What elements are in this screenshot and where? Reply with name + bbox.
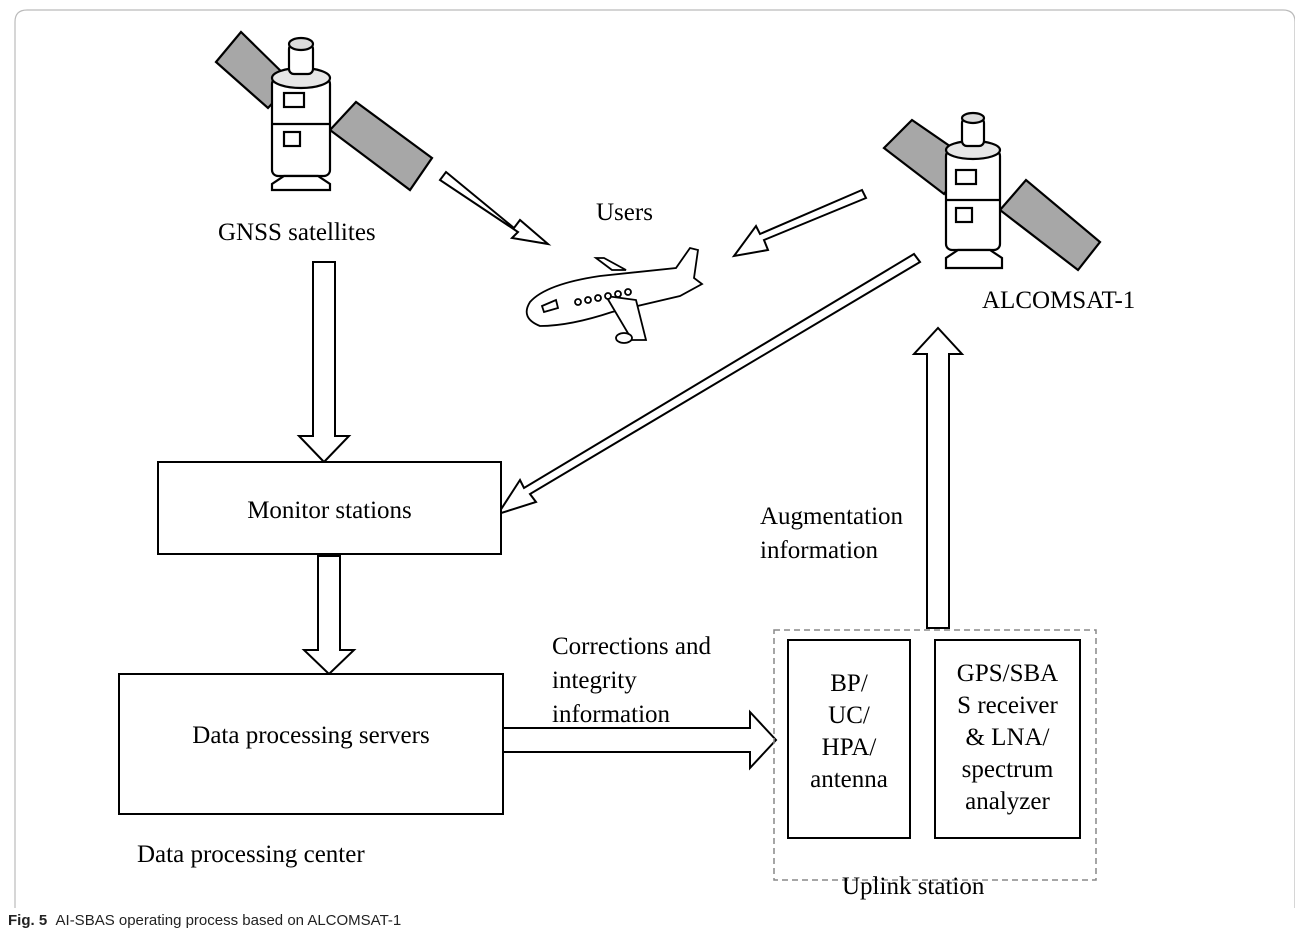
gps-line-4: spectrum [961, 756, 1054, 783]
gnss-satellites-label: GNSS satellites [218, 219, 376, 246]
bp-line-2: UC/ [828, 702, 870, 729]
figure-number: Fig. 5 [8, 912, 48, 929]
gps-sbas-receiver-box [934, 639, 1081, 839]
arrow-alcomsat-to-users [731, 188, 868, 258]
uplink-station-label: Uplink station [842, 873, 985, 900]
monitor-stations-label: Monitor stations [247, 497, 412, 524]
corrections-line-2: integrity [552, 667, 637, 694]
bp-line-3: HPA/ [821, 734, 877, 761]
corrections-line-1: Corrections and [552, 633, 711, 660]
data-processing-center-label: Data processing center [137, 841, 365, 868]
bp-uc-hpa-antenna-label: BP/ UC/ HPA/ antenna [788, 668, 910, 796]
augmentation-line-2: information [760, 537, 879, 564]
alcomsat-satellite-icon [882, 111, 1102, 272]
users-label: Users [596, 199, 653, 226]
arrow-servers-to-uplink [502, 709, 778, 771]
arrow-gnss-to-monitor [296, 261, 352, 464]
augmentation-line-1: Augmentation [760, 503, 904, 530]
augmentation-information-label: Augmentation information [760, 500, 903, 568]
data-processing-servers-label: Data processing servers [192, 722, 430, 749]
bp-uc-hpa-box [787, 639, 911, 839]
gnss-satellite-icon [214, 30, 434, 192]
arrow-gnss-to-users [438, 170, 552, 246]
uplink-station-dashed-box [773, 629, 1097, 881]
gps-line-5: analyzer [965, 788, 1050, 815]
figure-caption-text: AI-SBAS operating process based on ALCOM… [55, 912, 402, 929]
gps-line-3: & LNA/ [965, 724, 1050, 751]
corrections-integrity-label: Corrections and integrity information [552, 630, 711, 732]
data-processing-servers-box [118, 673, 504, 815]
monitor-stations-box [157, 461, 502, 555]
arrow-monitor-to-servers [301, 555, 357, 676]
corrections-line-3: information [552, 701, 671, 728]
gps-sbas-receiver-label: GPS/SBA S receiver & LNA/ spectrum analy… [935, 658, 1080, 818]
alcomsat-label: ALCOMSAT-1 [982, 287, 1136, 314]
gps-line-1: GPS/SBA [956, 660, 1059, 687]
arrow-alcomsat-to-monitor [495, 252, 922, 516]
arrow-uplink-to-alcomsat [911, 326, 965, 629]
figure-caption: Fig. 5 AI-SBAS operating process based o… [8, 912, 401, 929]
airplane-icon [525, 246, 704, 344]
bp-line-4: antenna [810, 766, 888, 793]
gps-line-2: S receiver [957, 692, 1058, 719]
figure-frame [14, 9, 1295, 908]
bp-line-1: BP/ [830, 670, 868, 697]
